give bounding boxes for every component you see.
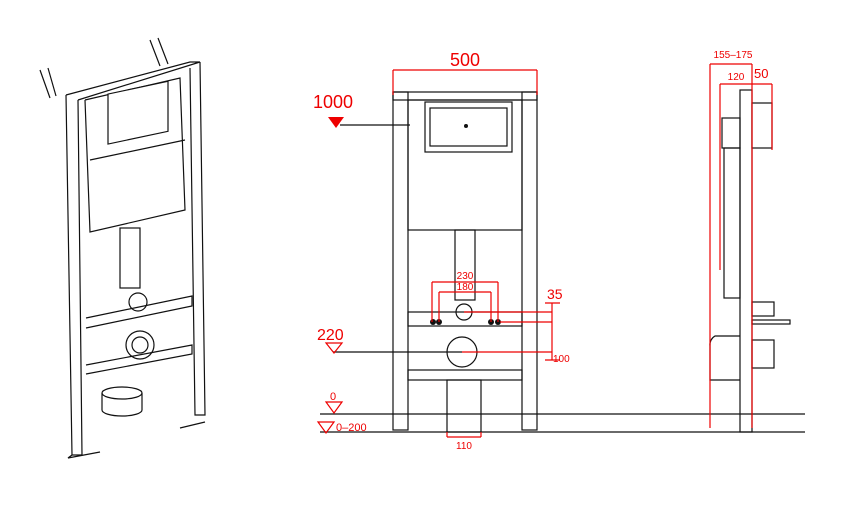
floor-range-label: 0–200 [336, 422, 367, 434]
drain-110-dimension: 110 [456, 441, 472, 452]
offset-100-dimension: 100 [553, 354, 570, 365]
depth-120-dimension: 120 [728, 72, 745, 83]
height-220-dimension: 220 [317, 327, 344, 344]
spacing-230-dimension: 230 [457, 271, 474, 282]
offset-35-dimension: 35 [547, 286, 563, 302]
spacing-180-dimension: 180 [457, 282, 474, 293]
isometric-view [39, 37, 206, 459]
depth-range-dimension: 155–175 [714, 50, 753, 61]
floor-0-label: 0 [330, 391, 336, 403]
width-dimension: 500 [450, 50, 480, 70]
height-1000-dimension: 1000 [313, 92, 353, 112]
front-view: 500 1000 230 180 35 220 100 0 0–200 110 [313, 50, 805, 452]
side-view: 155–175 120 50 [709, 50, 791, 433]
depth-50-dimension: 50 [754, 66, 768, 81]
